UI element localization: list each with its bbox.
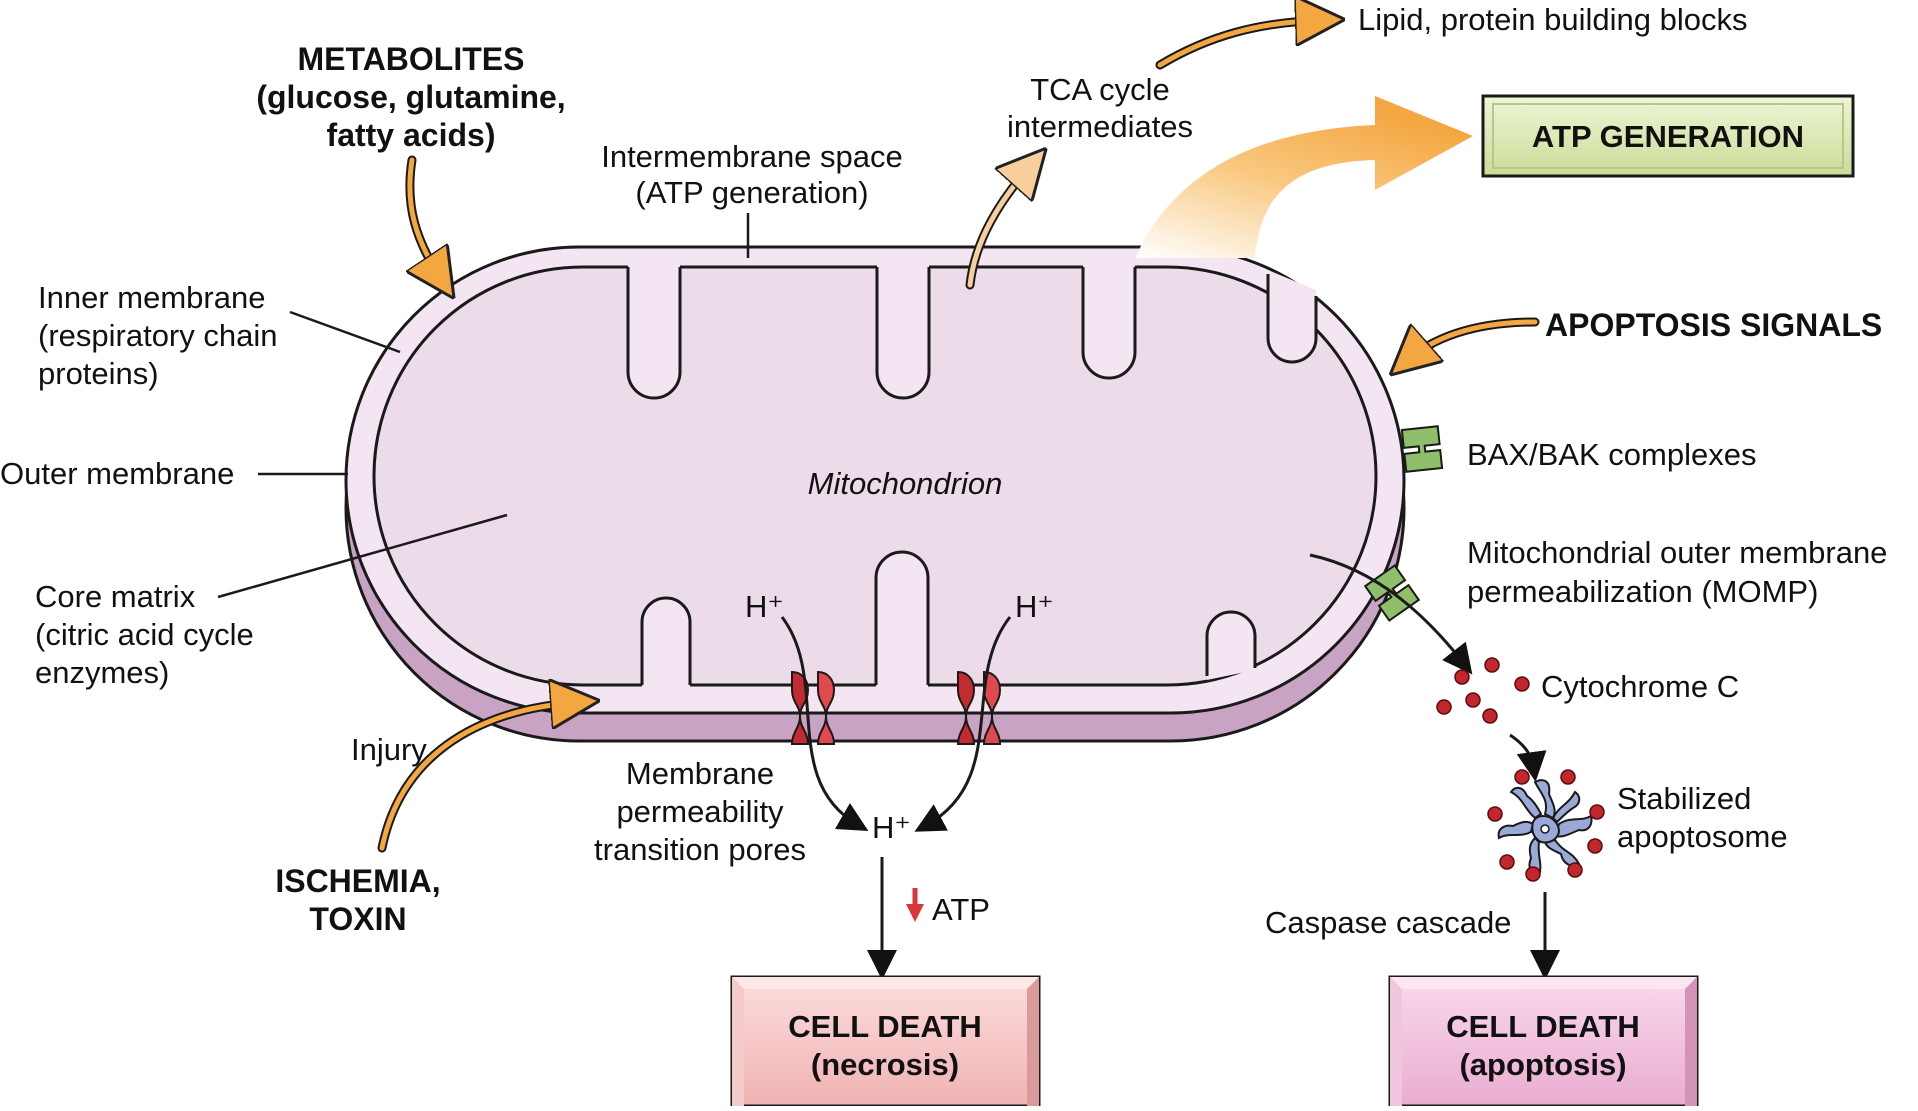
necrosis-box: CELL DEATH (necrosis)	[730, 975, 1041, 1108]
inner-membrane-label: Inner membrane (respiratory chain protei…	[38, 280, 277, 391]
intermembrane-line1: Intermembrane space	[601, 139, 903, 174]
mpt-pore-right	[956, 670, 1002, 745]
ischemia-line1: ISCHEMIA,	[275, 863, 440, 899]
apoptosis-box-subtitle: (apoptosis)	[1459, 1047, 1626, 1082]
tca-line2: intermediates	[1007, 109, 1193, 144]
intermembrane-label: Intermembrane space (ATP generation)	[601, 139, 903, 210]
cytochrome-c-label: Cytochrome C	[1541, 669, 1739, 704]
core-matrix-line3: enzymes)	[35, 655, 169, 690]
apoptosis-box-title: CELL DEATH	[1446, 1009, 1639, 1044]
core-matrix-label: Core matrix (citric acid cycle enzymes)	[35, 579, 254, 690]
metabolites-line3: fatty acids)	[327, 117, 496, 153]
lipid-arrow-fill	[1157, 20, 1325, 68]
momp-label: Mitochondrial outer membrane permeabiliz…	[1467, 535, 1887, 609]
atp-generation-label: ATP GENERATION	[1532, 119, 1804, 154]
lipid-arrow	[1155, 15, 1330, 70]
h-plus-bottom-label: H⁺	[872, 810, 911, 845]
inner-membrane-line2: (respiratory chain	[38, 318, 277, 353]
intermembrane-line2: (ATP generation)	[635, 175, 868, 210]
mpt-pores-label: Membrane permeability transition pores	[594, 756, 806, 867]
tca-arrow-fill	[967, 163, 1033, 288]
mpt-pores-line2: permeability	[616, 794, 784, 829]
atp-generation-box: ATP GENERATION	[1481, 94, 1855, 178]
cytochrome-arrow	[1509, 733, 1547, 782]
mitochondrion	[344, 245, 1406, 743]
momp-line1: Mitochondrial outer membrane	[1467, 535, 1887, 570]
atp-down-arrow-icon	[906, 888, 924, 922]
injury-label: Injury	[351, 732, 427, 767]
metabolites-line2: (glucose, glutamine,	[256, 79, 565, 115]
h-plus-left-arrow	[780, 616, 869, 832]
bottom-cristae	[640, 550, 1257, 688]
apoptosome-label: Stabilized apoptosome	[1617, 781, 1788, 854]
inner-membrane-line1: Inner membrane	[38, 280, 265, 315]
tca-line1: TCA cycle	[1030, 72, 1170, 107]
apoptosis-box: CELL DEATH (apoptosis)	[1388, 975, 1699, 1108]
apoptosome-line1: Stabilized	[1617, 781, 1751, 816]
bax-bak-complex-upper	[1400, 425, 1444, 473]
h-plus-right-label: H⁺	[1015, 589, 1054, 624]
top-cristae	[626, 264, 1318, 400]
momp-line2: permeabilization (MOMP)	[1467, 574, 1818, 609]
mpt-pores-line1: Membrane	[626, 756, 774, 791]
mpt-pore-left	[790, 670, 836, 745]
h-plus-right-arrow	[914, 616, 1012, 832]
bax-bak-label: BAX/BAK complexes	[1467, 437, 1756, 472]
cytochrome-c-dots	[1436, 657, 1530, 724]
mpt-pores-line3: transition pores	[594, 832, 806, 867]
atp-generation-big-arrow	[1135, 96, 1473, 258]
apoptosis-signals-arrow-fill	[1405, 319, 1538, 362]
h-plus-left-label: H⁺	[745, 589, 784, 624]
core-matrix-line1: Core matrix	[35, 579, 196, 614]
leader-lines	[217, 213, 750, 599]
metabolites-label: METABOLITES (glucose, glutamine, fatty a…	[256, 41, 565, 153]
metabolites-arrow-fill	[410, 157, 443, 282]
apoptosis-signals-label: APOPTOSIS SIGNALS	[1545, 307, 1882, 343]
tca-label: TCA cycle intermediates	[1007, 72, 1193, 144]
ischemia-label: ISCHEMIA, TOXIN	[275, 863, 440, 937]
core-matrix-line2: (citric acid cycle	[35, 617, 254, 652]
outer-membrane-label: Outer membrane	[0, 456, 234, 491]
apoptosome	[1487, 769, 1605, 882]
metabolites-title: METABOLITES	[298, 41, 525, 77]
necrosis-box-title: CELL DEATH	[788, 1009, 981, 1044]
caspase-label: Caspase cascade	[1265, 905, 1511, 940]
apoptosome-line2: apoptosome	[1617, 819, 1788, 854]
inner-membrane-line3: proteins)	[38, 356, 159, 391]
atp-down-label: ATP	[932, 892, 990, 927]
lipid-label: Lipid, protein building blocks	[1358, 2, 1747, 37]
necrosis-box-subtitle: (necrosis)	[811, 1047, 959, 1082]
injury-arrow-fill	[379, 702, 580, 851]
momp-arrow	[1309, 553, 1473, 675]
ischemia-line2: TOXIN	[309, 901, 406, 937]
mitochondrion-label: Mitochondrion	[808, 466, 1003, 501]
